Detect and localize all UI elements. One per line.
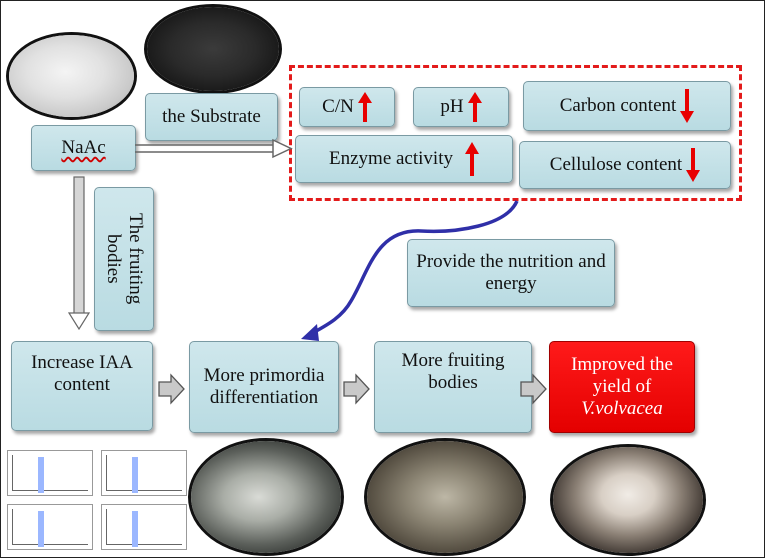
substrate-photo	[147, 7, 279, 91]
cellulose-content-box: Cellulose content	[519, 141, 731, 189]
cn-label: C/N	[322, 96, 354, 118]
up-arrow-icon	[464, 142, 479, 176]
chromatogram-1	[7, 450, 93, 496]
substrate-label: the Substrate	[162, 106, 261, 128]
mushrooms-photo	[553, 447, 703, 553]
increase-iaa-label: Increase IAA content	[31, 352, 133, 395]
carbon-content-label: Carbon content	[559, 95, 677, 117]
cellulose-content-label: Cellulose content	[549, 154, 683, 176]
down-arrow-icon	[680, 89, 695, 123]
naac-crystals-photo	[9, 35, 134, 117]
more-fruiting-box: More fruiting bodies	[374, 341, 532, 433]
provide-nutrition-label: Provide the nutrition and energy	[416, 251, 606, 294]
naac-to-substrate-arrow	[135, 138, 293, 159]
block-arrow-1	[158, 373, 185, 405]
primordia-photo	[191, 441, 341, 553]
up-arrow-icon	[467, 92, 482, 122]
naac-to-iaa-arrow	[67, 176, 91, 331]
carbon-content-box: Carbon content	[523, 81, 731, 131]
substrate-box: the Substrate	[145, 93, 278, 141]
block-arrow-2	[343, 373, 370, 405]
block-arrow-3	[520, 373, 547, 405]
naac-label: NaAc	[61, 137, 106, 159]
improved-yield-box: Improved the yield of V.volvacea	[549, 341, 695, 433]
enzyme-activity-label: Enzyme activity	[329, 148, 453, 170]
chromatogram-4	[101, 504, 187, 550]
more-primordia-label: More primordia differentiation	[203, 365, 325, 408]
up-arrow-icon	[357, 92, 372, 122]
cn-box: C/N	[299, 87, 395, 127]
fruiting-bodies-vertical-box: The fruiting bodies	[94, 187, 154, 331]
provide-nutrition-box: Provide the nutrition and energy	[407, 239, 615, 307]
improved-yield-label: Improved the yield of	[571, 354, 673, 398]
substrate-changes-group	[289, 65, 742, 201]
chromatogram-3	[7, 504, 93, 550]
ph-box: pH	[413, 87, 509, 127]
enzyme-activity-box: Enzyme activity	[295, 135, 513, 183]
species-label: V.volvacea	[581, 397, 663, 419]
chromatogram-2	[101, 450, 187, 496]
more-fruiting-label: More fruiting bodies	[401, 350, 505, 393]
fruiting-bodies-vertical-label: The fruiting bodies	[103, 213, 146, 305]
increase-iaa-box: Increase IAA content	[11, 341, 153, 431]
hplc-chromatograms	[7, 450, 189, 552]
more-primordia-box: More primordia differentiation	[189, 341, 339, 433]
fruiting-bodies-photo	[367, 441, 523, 553]
naac-box: NaAc	[31, 125, 136, 171]
down-arrow-icon	[686, 148, 701, 182]
ph-label: pH	[440, 96, 464, 118]
